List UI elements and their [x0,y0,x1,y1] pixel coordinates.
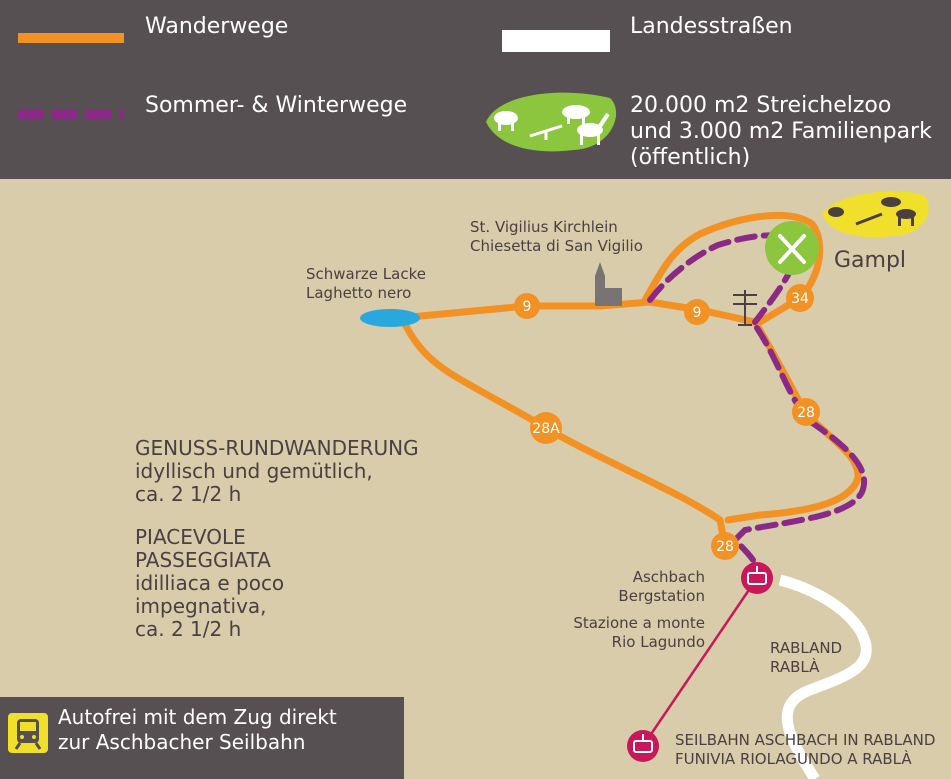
power-line-icon [733,290,757,326]
svg-text:34: 34 [791,291,809,307]
cable-car-bottom-icon [627,730,659,762]
station-de-line2: Bergstation [618,587,705,605]
tour-description-de: GENUSS-RUNDWANDERUNG idyllisch und gemüt… [135,437,419,506]
church-name-it: Chiesetta di San Vigilio [470,237,643,255]
church-icon [595,262,622,306]
train-icon [8,713,48,753]
church-name-de: St. Vigilius Kirchlein [470,218,618,236]
trail-marker-28-east: 28 [792,398,820,426]
gampl-label: Gampl [834,248,907,273]
legend-road-swatch [502,30,610,52]
train-info-text: Autofrei mit dem Zug direkt zur Aschbach… [58,705,337,755]
gampl-petting-zoo-icon [822,191,929,238]
cable-car-top-icon [741,562,773,594]
station-de-line1: Aschbach [632,568,705,586]
tour-description-it: PIACEVOLE PASSEGGIATA idilliaca e poco i… [135,526,284,641]
trail-marker-9-west: 9 [514,293,540,319]
trail-marker-9-east: 9 [684,299,710,325]
lake-icon [360,309,420,327]
station-label-it: Stazione a monte Rio Lagundo [555,614,705,652]
trail-marker-28-south: 28 [711,532,739,560]
lake-name-de: Schwarze Lacke [306,265,426,283]
legend-panel [0,0,951,179]
train-info-line2: zur Aschbacher Seilbahn [58,730,306,754]
summer-winter-trails [647,232,867,575]
tour-de-line2: ca. 2 1/2 h [135,482,242,506]
rabland-label: RABLAND RABLÀ [770,639,842,677]
tour-de-line1: idyllisch und gemütlich, [135,459,373,483]
cable-car-line [641,577,759,747]
legend-petting-zoo-icon [486,92,617,152]
rabland-name-it: RABLÀ [770,658,820,676]
legend-petting-zoo-line1: 20.000 m2 Streichelzoo [630,93,892,118]
station-it-line2: Rio Lagundo [611,633,705,651]
train-info-box: Autofrei mit dem Zug direkt zur Aschbach… [0,697,404,779]
road [778,574,872,779]
svg-text:28: 28 [797,405,815,421]
tour-it-line3: ca. 2 1/2 h [135,617,242,641]
cableway-label: SEILBAHN ASCHBACH IN RABLAND FUNIVIA RIO… [675,731,935,769]
legend-petting-zoo-label: 20.000 m2 Streichelzoo und 3.000 m2 Fami… [630,93,932,171]
cableway-name-it: FUNIVIA RIOLAGUNDO A RABLÀ [675,750,912,768]
restaurant-icon [765,221,819,275]
legend-petting-zoo-line2: und 3.000 m2 Familienpark [630,119,932,144]
tour-it-line2: impegnativa, [135,594,267,618]
lake-label: Schwarze Lacke Laghetto nero [306,265,426,303]
legend-road-label: Landesstraßen [630,14,793,39]
tour-de-title: GENUSS-RUNDWANDERUNG [135,436,419,460]
legend-petting-zoo-line3: (öffentlich) [630,145,751,170]
tour-it-title2: PASSEGGIATA [135,548,271,572]
train-info-line1: Autofrei mit dem Zug direkt [58,705,337,729]
svg-text:28: 28 [716,539,734,555]
station-label-de: Aschbach Bergstation [605,568,705,606]
trail-marker-28a: 28A [530,412,562,444]
svg-text:9: 9 [693,305,702,321]
church-label: St. Vigilius Kirchlein Chiesetta di San … [470,218,643,256]
legend-summer-winter-label: Sommer- & Winterwege [145,93,408,118]
cableway-name-de: SEILBAHN ASCHBACH IN RABLAND [675,731,936,749]
svg-text:28A: 28A [532,421,560,437]
tour-it-line1: idilliaca e poco [135,571,285,595]
rabland-name-de: RABLAND [770,639,843,657]
station-it-line1: Stazione a monte [573,614,705,632]
lake-name-it: Laghetto nero [306,284,412,302]
legend-hiking-label: Wanderwege [145,14,289,39]
trail-marker-34: 34 [786,284,814,312]
svg-text:9: 9 [523,299,532,315]
tour-it-title1: PIACEVOLE [135,525,246,549]
